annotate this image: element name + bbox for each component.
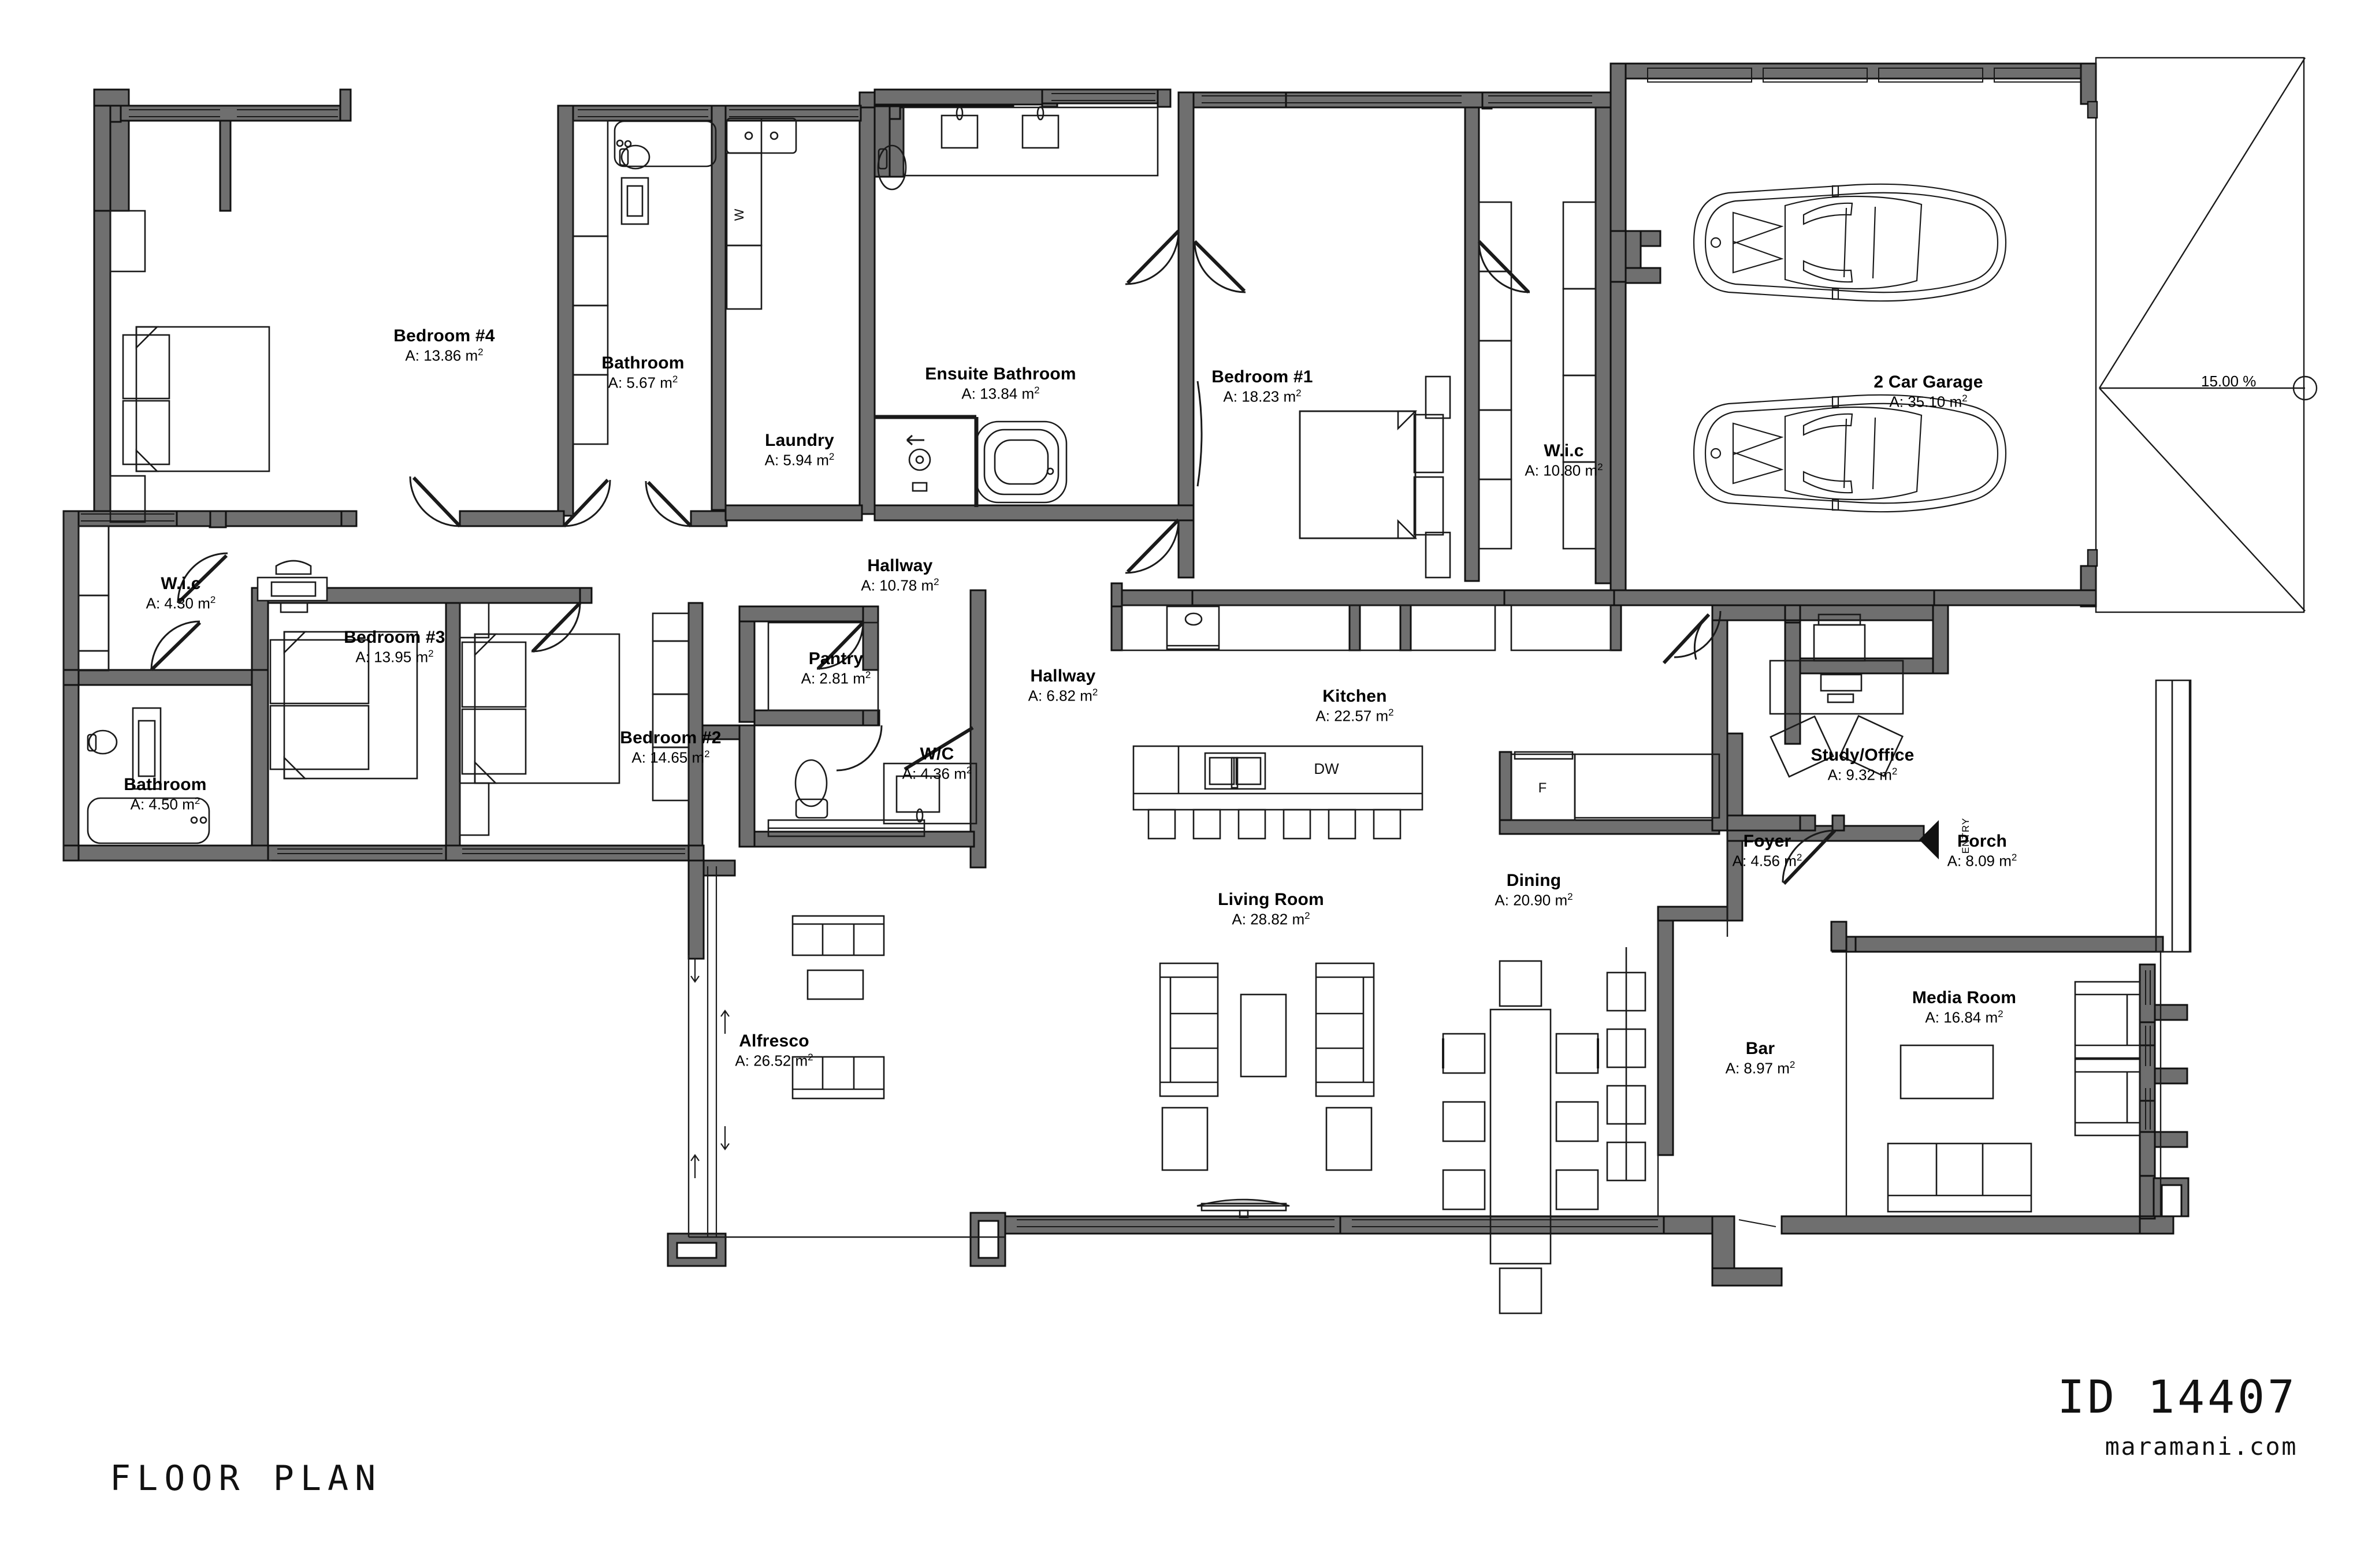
svg-text:W: W — [732, 208, 746, 221]
fridge-label: F — [1538, 780, 1547, 796]
dishwasher-label: DW — [1314, 760, 1339, 777]
plan-id-label: ID 14407 — [2057, 1372, 2298, 1424]
website-label: maramani.com — [2105, 1432, 2298, 1461]
furniture-layer: W — [62, 57, 2318, 1314]
entry-direction-label: ENTRY — [1960, 817, 1972, 854]
driveway-slope-label: 15.00 % — [2201, 373, 2257, 390]
page-title: FLOOR PLAN — [110, 1458, 382, 1499]
